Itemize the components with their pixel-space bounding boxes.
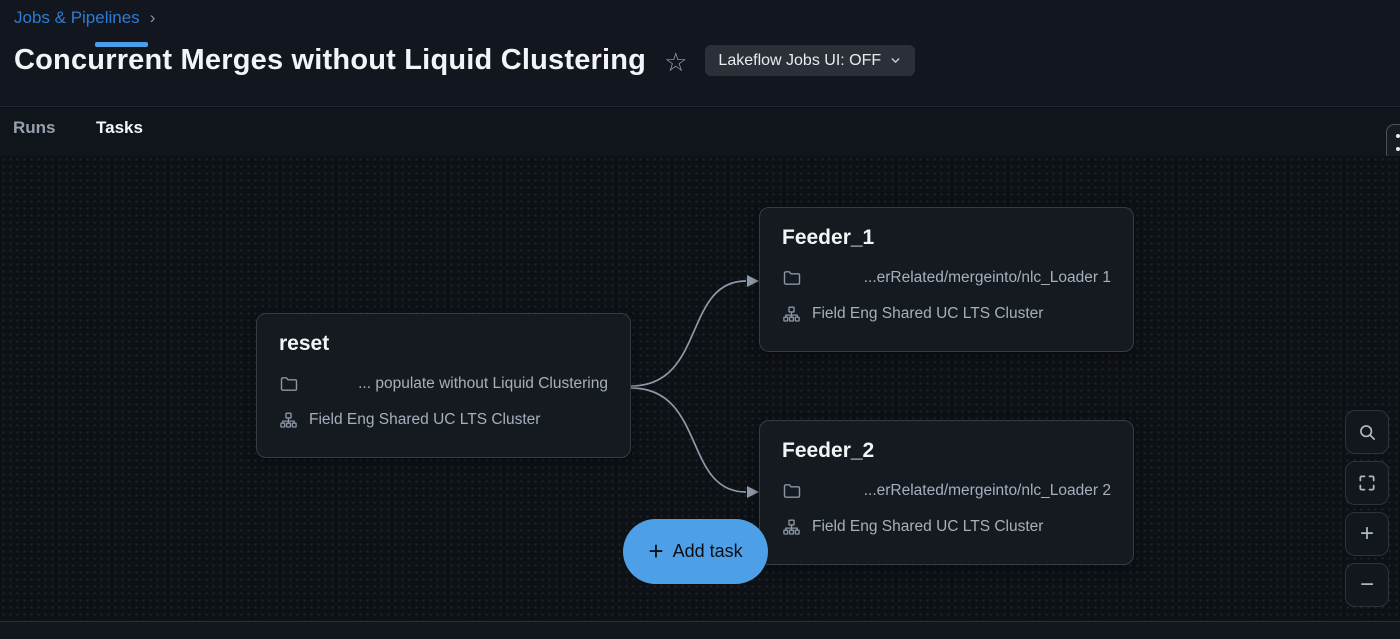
cluster-name: Field Eng Shared UC LTS Cluster <box>812 518 1044 535</box>
lakeflow-jobs-ui-toggle[interactable]: Lakeflow Jobs UI: OFF <box>705 45 916 76</box>
favorite-star-icon[interactable]: ☆ <box>664 46 688 77</box>
task-title: Feeder_2 <box>782 439 875 462</box>
lakeflow-jobs-ui-label: Lakeflow Jobs UI: OFF <box>718 51 882 69</box>
breadcrumb-jobs-pipelines-link[interactable]: Jobs & Pipelines <box>14 8 140 27</box>
notebook-path-row: ...erRelated/mergeinto/nlc_Loader 2 <box>782 480 1111 502</box>
title-row: Concurrent Merges without Liquid Cluster… <box>14 44 916 77</box>
page-title: Concurrent Merges without Liquid Cluster… <box>14 44 647 76</box>
plus-icon: + <box>1359 520 1374 547</box>
zoom-out-button[interactable]: − <box>1345 563 1389 607</box>
task-node-reset[interactable]: reset ... populate without Liquid Cluste… <box>256 313 631 458</box>
fit-to-screen-button[interactable] <box>1345 461 1389 505</box>
task-title: Feeder_1 <box>782 226 875 249</box>
page-header: Jobs & Pipelines › Concurrent Merges wit… <box>0 0 1400 107</box>
plus-icon: + <box>648 535 664 566</box>
toggle-dot <box>1396 147 1400 151</box>
notebook-path: ...erRelated/mergeinto/nlc_Loader 2 <box>863 482 1111 499</box>
tab-tasks[interactable]: Tasks <box>96 118 143 137</box>
breadcrumb-chevron-icon: › <box>149 8 156 27</box>
cluster-icon <box>783 519 800 535</box>
notebook-path: ...erRelated/mergeinto/nlc_Loader 1 <box>863 269 1111 286</box>
cluster-icon <box>280 412 297 428</box>
task-title: reset <box>279 332 330 355</box>
cluster-name: Field Eng Shared UC LTS Cluster <box>812 305 1044 322</box>
notebook-path-row: ... populate without Liquid Clustering <box>279 373 608 395</box>
cluster-icon <box>783 306 800 322</box>
cluster-row: Field Eng Shared UC LTS Cluster <box>279 409 608 431</box>
chevron-down-icon <box>891 58 900 63</box>
notebook-path-row: ...erRelated/mergeinto/nlc_Loader 1 <box>782 267 1111 289</box>
cluster-row: Field Eng Shared UC LTS Cluster <box>782 516 1111 538</box>
search-zoom-button[interactable] <box>1345 410 1389 454</box>
task-node-feeder-2[interactable]: Feeder_2 ...erRelated/mergeinto/nlc_Load… <box>759 420 1134 565</box>
add-task-label: Add task <box>672 541 743 561</box>
zoom-in-button[interactable]: + <box>1345 512 1389 556</box>
toggle-dot <box>1396 134 1400 138</box>
tab-runs[interactable]: Runs <box>13 118 56 137</box>
bottom-panel-edge <box>0 621 1400 639</box>
cluster-name: Field Eng Shared UC LTS Cluster <box>309 411 541 428</box>
folder-icon <box>783 484 801 498</box>
tab-bar: Runs Tasks <box>0 108 1400 156</box>
fullscreen-icon <box>1359 475 1375 491</box>
folder-icon <box>783 271 801 285</box>
breadcrumb: Jobs & Pipelines › <box>14 8 155 28</box>
task-node-feeder-1[interactable]: Feeder_1 ...erRelated/mergeinto/nlc_Load… <box>759 207 1134 352</box>
minus-icon: − <box>1359 571 1374 598</box>
search-icon <box>1359 424 1375 440</box>
active-tab-indicator <box>95 42 148 47</box>
folder-icon <box>280 377 298 391</box>
notebook-path: ... populate without Liquid Clustering <box>358 375 608 392</box>
add-task-button[interactable]: + Add task <box>623 519 768 584</box>
cluster-row: Field Eng Shared UC LTS Cluster <box>782 303 1111 325</box>
